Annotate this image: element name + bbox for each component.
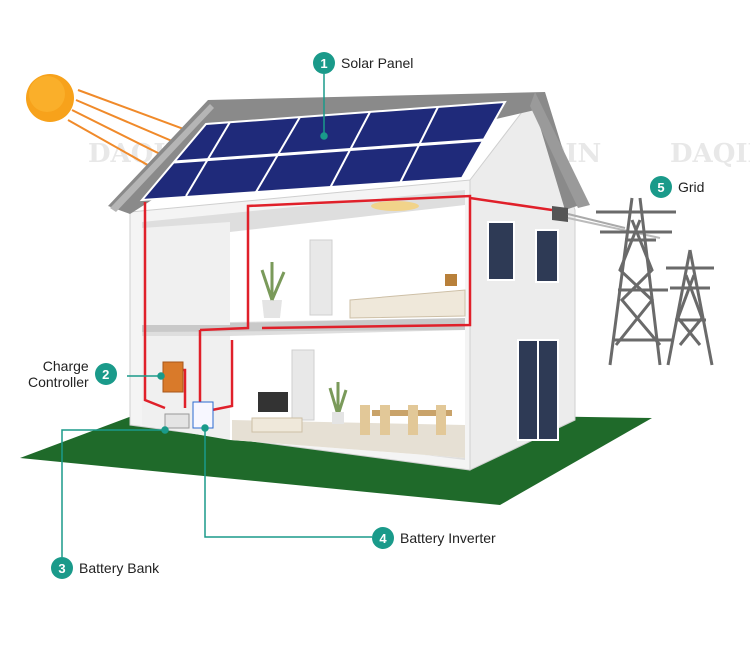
battery-bank-device (164, 413, 190, 429)
callout-label-line2: Controller (28, 374, 89, 390)
callout-number: 4 (372, 527, 394, 549)
house-illustration (108, 92, 590, 471)
callout-grid: 5 Grid (650, 176, 704, 198)
callout-label: Grid (678, 179, 705, 195)
callout-number: 3 (51, 557, 73, 579)
charge-controller-device (162, 361, 184, 393)
callout-number: 5 (650, 176, 672, 198)
solar-panel-icon (139, 100, 507, 202)
transmission-tower-icon (596, 197, 714, 366)
watermark-edge: DAQIN (670, 139, 750, 169)
sun-icon (26, 74, 74, 122)
callout-label: Battery Inverter (400, 530, 496, 546)
callout-label: Solar Panel (341, 55, 414, 71)
callout-solar-panel: 1 Solar Panel (313, 52, 413, 74)
callout-battery-inverter: 4 Battery Inverter (372, 527, 496, 549)
callout-label: Charge Controller (28, 358, 89, 390)
battery-inverter-device (192, 401, 214, 429)
grid-connection-box (552, 206, 568, 222)
callout-charge-controller: Charge Controller 2 (28, 358, 117, 390)
callout-number: 2 (94, 363, 117, 385)
wiring-lines (143, 194, 553, 412)
callout-number: 1 (313, 52, 335, 74)
callout-label-line1: Charge (42, 358, 89, 374)
callout-leader-lines (61, 74, 372, 557)
callout-label: Battery Bank (79, 560, 160, 576)
callout-battery-bank: 3 Battery Bank (51, 557, 159, 579)
